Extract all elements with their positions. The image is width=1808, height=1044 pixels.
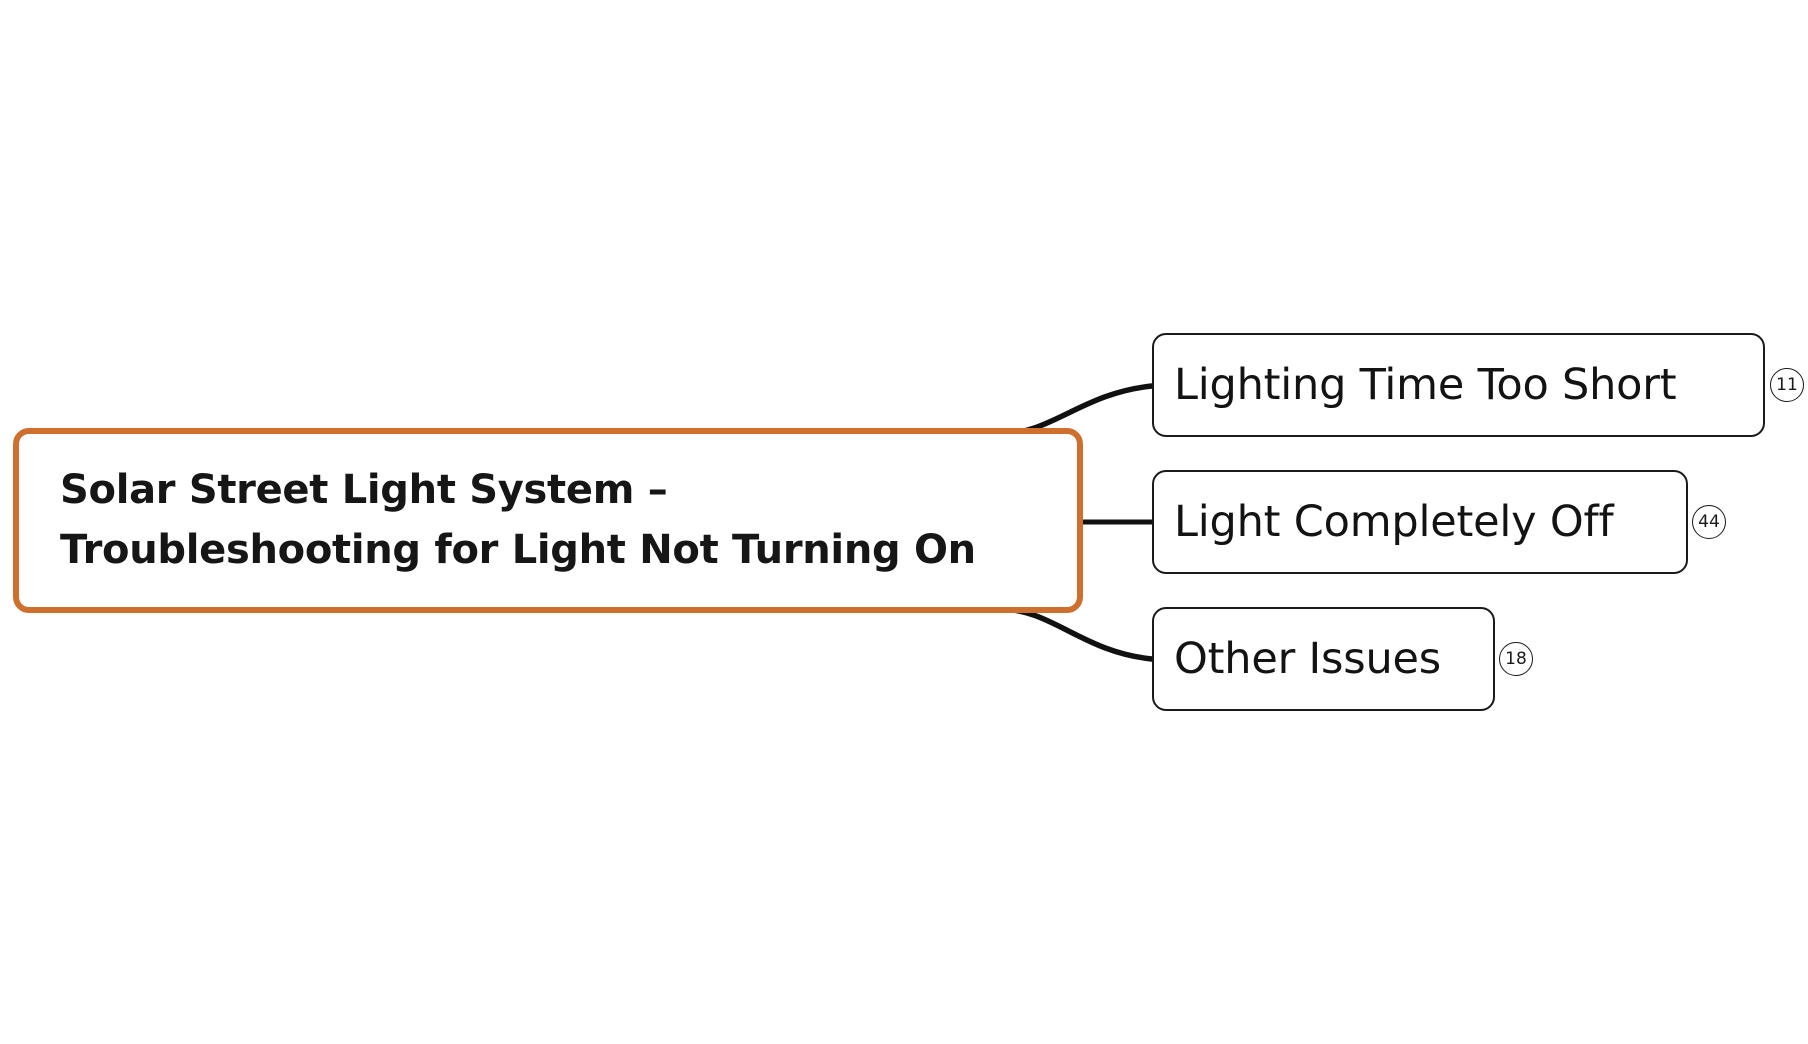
root-node[interactable]: Solar Street Light System – Troubleshoot… xyxy=(13,428,1083,613)
badge-count-other-issues[interactable]: 18 xyxy=(1499,642,1533,676)
child-node-label: Lighting Time Too Short xyxy=(1174,359,1677,410)
connector-to-other-issues xyxy=(997,606,1155,662)
root-node-label: Solar Street Light System – Troubleshoot… xyxy=(60,467,976,573)
badge-count-lighting-time-too-short[interactable]: 11 xyxy=(1770,368,1804,402)
connector-to-lighting-time-too-short xyxy=(997,383,1155,437)
child-node-lighting-time-too-short[interactable]: Lighting Time Too Short xyxy=(1152,333,1765,437)
child-node-label: Other Issues xyxy=(1174,633,1441,684)
child-node-other-issues[interactable]: Other Issues xyxy=(1152,607,1495,711)
badge-count-light-completely-off[interactable]: 44 xyxy=(1692,505,1726,539)
child-node-label: Light Completely Off xyxy=(1174,496,1614,547)
child-node-light-completely-off[interactable]: Light Completely Off xyxy=(1152,470,1688,574)
